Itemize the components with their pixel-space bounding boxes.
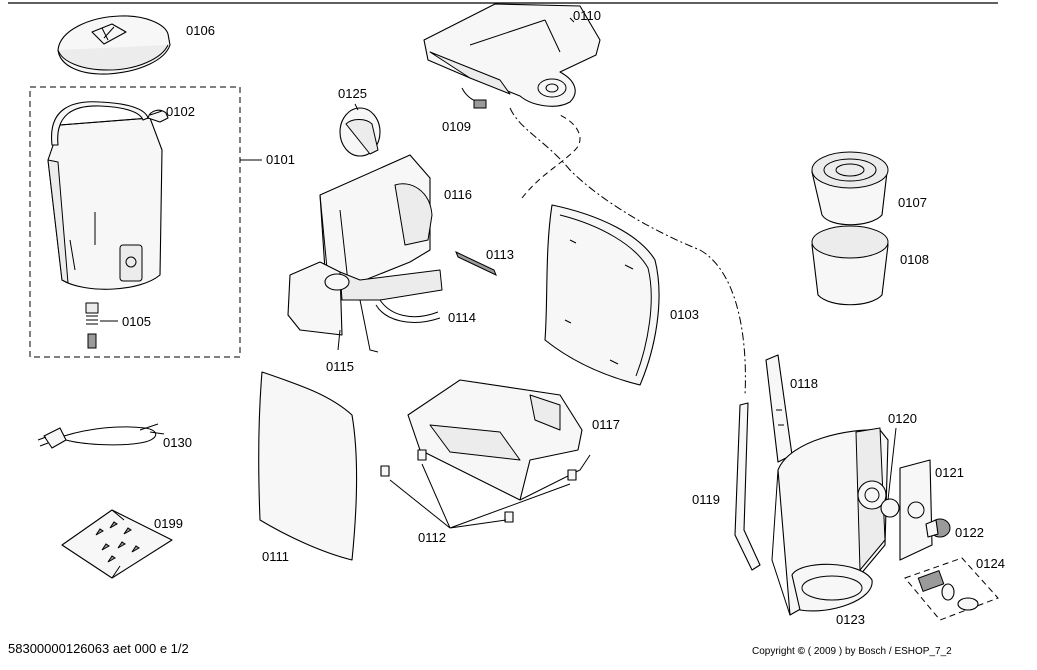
part-0122-knob bbox=[925, 518, 951, 538]
part-0102-water-tank bbox=[47, 101, 169, 290]
assembly-0101-box bbox=[29, 86, 241, 358]
part-0111-front-panel bbox=[258, 371, 358, 561]
callout-0119: 0119 bbox=[692, 492, 720, 507]
copyright-rest: ( 2009 ) by Bosch / ESHOP_7_2 bbox=[804, 646, 952, 657]
callout-0115: 0115 bbox=[326, 359, 354, 374]
part-0117-base-tray bbox=[407, 379, 591, 501]
callout-0103: 0103 bbox=[670, 307, 699, 322]
copyright-prefix: Copyright bbox=[752, 646, 795, 657]
document-id: 58300000126063 aet 000 e 1/2 bbox=[8, 641, 189, 656]
callout-0109: 0109 bbox=[442, 119, 471, 134]
part-0103-side-panel bbox=[544, 204, 660, 386]
callout-0130: 0130 bbox=[163, 435, 192, 450]
copyright-symbol: © bbox=[797, 646, 805, 657]
callout-0107: 0107 bbox=[898, 195, 927, 210]
hose-outline-dashed bbox=[521, 114, 581, 199]
callout-0125: 0125 bbox=[338, 86, 367, 101]
part-0105-valve-spring bbox=[85, 302, 99, 349]
callout-0102: 0102 bbox=[166, 104, 195, 119]
part-0121-side-cover bbox=[899, 459, 933, 561]
part-0120-gear bbox=[880, 498, 900, 518]
leader-0125 bbox=[354, 103, 359, 111]
part-0114-tube bbox=[375, 299, 441, 323]
callout-0106: 0106 bbox=[186, 23, 215, 38]
callout-0111: 0111 bbox=[262, 549, 289, 564]
callout-0120: 0120 bbox=[888, 411, 917, 426]
callout-0114: 0114 bbox=[448, 310, 476, 325]
part-0119-tube bbox=[734, 402, 761, 571]
callout-0123: 0123 bbox=[836, 612, 865, 627]
part-0107-filter bbox=[811, 151, 889, 226]
part-0108-cup bbox=[811, 225, 889, 306]
copyright-notice: Copyright © ( 2009 ) by Bosch / ESHOP_7_… bbox=[752, 646, 952, 657]
callout-0112: 0112 bbox=[418, 530, 446, 545]
callout-0108: 0108 bbox=[900, 252, 929, 267]
part-0106-lid bbox=[57, 15, 171, 75]
leader-0102 bbox=[149, 110, 163, 116]
hose-route-line bbox=[509, 107, 746, 396]
callout-0118: 0118 bbox=[790, 376, 818, 391]
callout-0105: 0105 bbox=[122, 314, 151, 329]
part-0199-screw-bag bbox=[61, 509, 173, 579]
part-0124-switch-kit bbox=[904, 557, 999, 621]
leader-0110 bbox=[569, 17, 575, 23]
callout-0122: 0122 bbox=[955, 525, 984, 540]
part-0112-feet bbox=[380, 449, 577, 529]
part-0113-sensor bbox=[455, 251, 497, 276]
callout-0117: 0117 bbox=[592, 417, 620, 432]
part-0109-connector bbox=[461, 87, 487, 109]
part-0125-knob bbox=[339, 107, 381, 157]
callout-0124: 0124 bbox=[976, 556, 1005, 571]
part-0130-power-cord bbox=[37, 423, 165, 449]
callout-0101: 0101 bbox=[266, 152, 295, 167]
callout-0116: 0116 bbox=[444, 187, 472, 202]
part-0118-sensor-strip bbox=[765, 354, 793, 463]
part-0123-main-housing bbox=[771, 427, 889, 616]
part-0110-top-housing bbox=[423, 3, 601, 107]
callout-0110: 0110 bbox=[573, 8, 601, 23]
leader-0120 bbox=[887, 427, 897, 501]
part-0115-base-frame bbox=[287, 261, 443, 353]
callout-0121: 0121 bbox=[935, 465, 964, 480]
callout-0113: 0113 bbox=[486, 247, 514, 262]
callout-0199: 0199 bbox=[154, 516, 183, 531]
